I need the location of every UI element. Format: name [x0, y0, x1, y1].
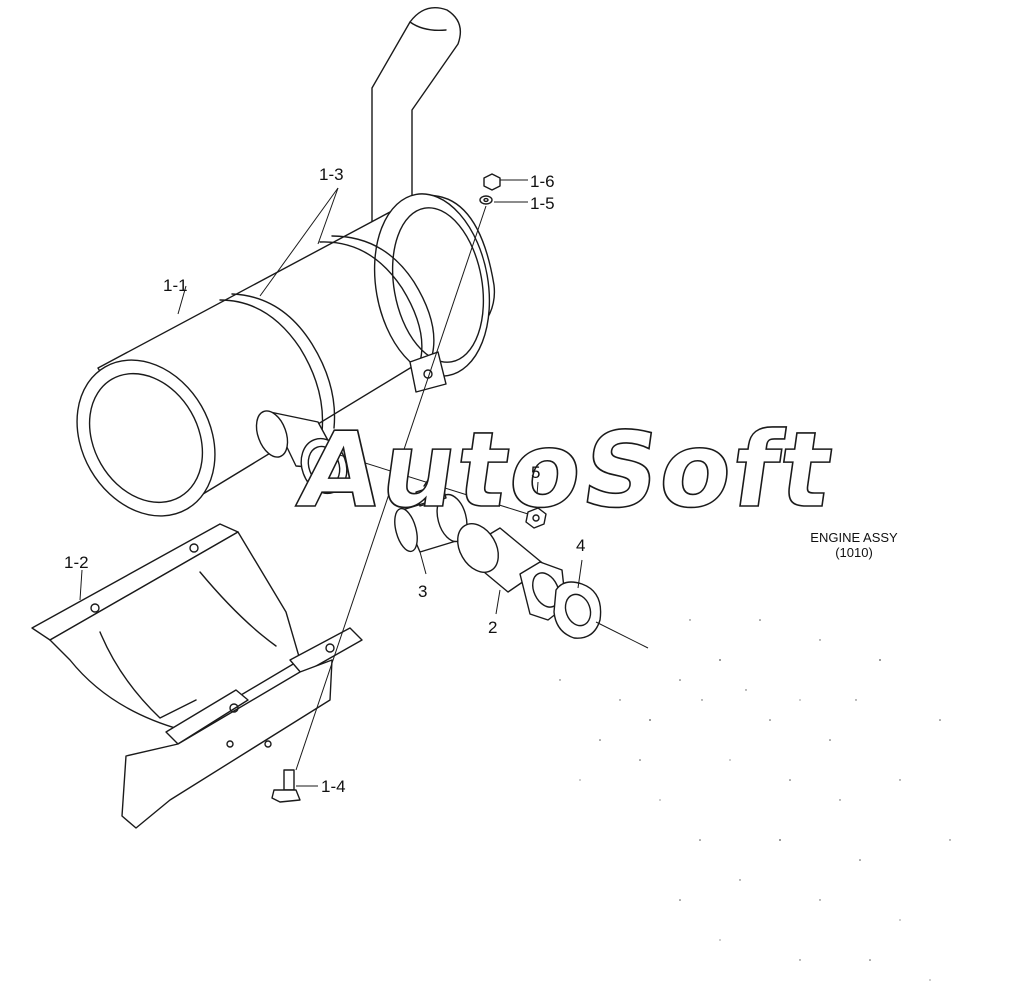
muffler-bracket — [31, 523, 363, 829]
callout-1-3: 1-3 — [319, 165, 344, 184]
washer — [479, 195, 493, 205]
nut — [525, 507, 547, 529]
muffler-body — [76, 193, 496, 517]
callout-1-6: 1-6 — [530, 172, 555, 191]
callout-2: 2 — [488, 618, 498, 637]
engine-assy-ref: (1010) — [835, 544, 873, 560]
callout-1-5: 1-5 — [530, 194, 555, 213]
callout-1-1: 1-1 — [163, 276, 188, 295]
callout-5: 5 — [531, 463, 541, 482]
callout-1-2: 1-2 — [64, 553, 89, 572]
autosoft-watermark: AutoSoft — [291, 408, 843, 532]
exhaust-pipe — [457, 523, 567, 621]
callout-1-4: 1-4 — [321, 777, 346, 796]
bolt — [271, 769, 301, 803]
callout-4: 4 — [576, 536, 586, 555]
top-nut — [483, 173, 501, 191]
inlet-pipe — [255, 410, 348, 495]
print-speckle — [559, 619, 951, 981]
gasket — [553, 581, 602, 639]
engine-assy-note: ENGINE ASSY (1010) — [790, 530, 918, 561]
engine-assy-label: ENGINE ASSY — [810, 530, 898, 545]
leader-lines — [79, 179, 649, 787]
callout-3: 3 — [418, 582, 428, 601]
clamp — [394, 473, 468, 553]
